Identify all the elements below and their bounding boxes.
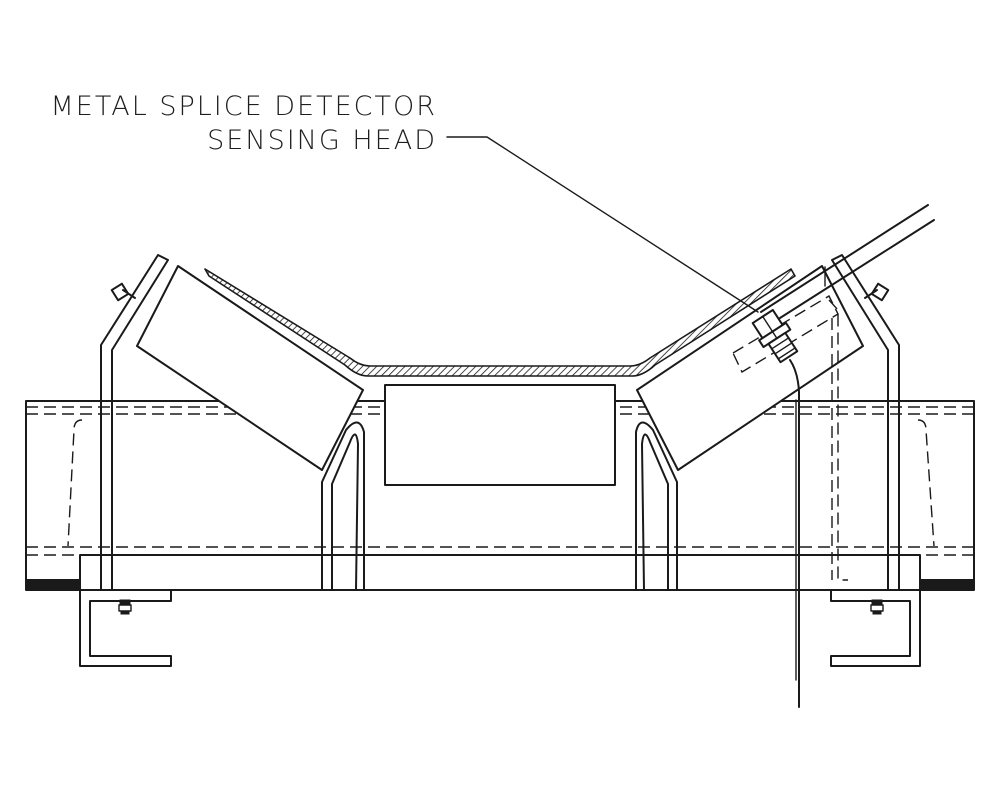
left-channel-bracket — [79, 589, 172, 667]
left-inner-bracket — [321, 421, 365, 591]
conveyor-belt — [204, 268, 796, 377]
label-line-2: SENSING HEAD — [207, 125, 437, 156]
detector-cable — [789, 359, 800, 708]
right-support-arm — [831, 254, 900, 591]
center-roll — [384, 384, 616, 486]
right-channel-bracket — [830, 589, 921, 667]
label-line-1: METAL SPLICE DETECTOR — [50, 91, 437, 122]
leader-line — [446, 136, 759, 313]
detector-mount-dashed — [732, 295, 848, 581]
left-wing-roll — [136, 265, 364, 471]
right-inner-bracket — [635, 421, 678, 591]
left-support-arm — [100, 254, 169, 591]
base-plate — [79, 554, 921, 591]
right-wing-roll — [636, 265, 864, 471]
sensing-head — [751, 204, 935, 364]
